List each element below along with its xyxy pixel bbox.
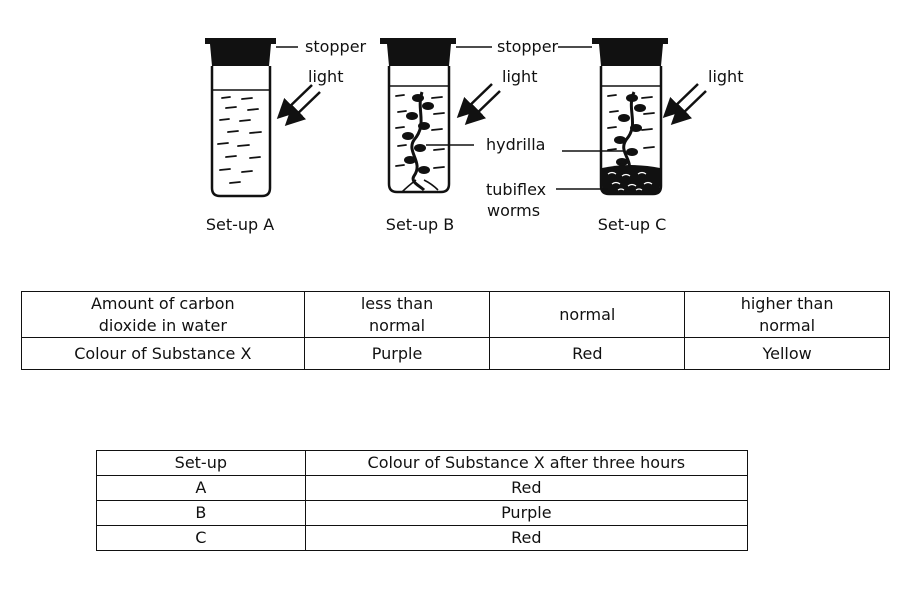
water-marks-b — [395, 94, 445, 169]
cell-text: Red — [572, 343, 603, 363]
results-table: Set-up Colour of Substance X after three… — [96, 450, 749, 551]
stopper-a-shape — [205, 38, 276, 66]
cell-text: Purple — [371, 343, 423, 363]
cell-text: normal — [559, 304, 616, 324]
table-cell: Red — [304, 525, 749, 551]
cell-text: dioxide in water — [98, 315, 227, 335]
caption-setup-a: Set-up A — [205, 215, 275, 234]
column-header-colour: Colour of Substance X after three hours — [304, 450, 749, 476]
experiment-diagram: stopper light stopper light light hydril… — [0, 0, 913, 250]
table-cell: normal — [489, 291, 686, 338]
table-cell: C — [96, 525, 306, 551]
cell-text: Amount of carbon — [90, 293, 235, 313]
table-cell: less than normal — [303, 291, 491, 338]
light-label-c: light — [708, 67, 744, 86]
hydrilla-plant-c — [614, 91, 646, 173]
table-row: B Purple — [96, 500, 749, 526]
table-cell: Red — [489, 337, 686, 370]
water-marks-c — [607, 94, 655, 151]
table-row: A Red — [96, 475, 749, 501]
table-header-cell: Amount of carbon dioxide in water — [21, 291, 305, 338]
table-row: Amount of carbon dioxide in water less t… — [21, 291, 890, 338]
indicator-table: Amount of carbon dioxide in water less t… — [21, 291, 890, 370]
light-label-b: light — [502, 67, 538, 86]
table-cell: B — [96, 500, 306, 526]
light-arrow-b2 — [464, 90, 501, 125]
table-row: C Red — [96, 525, 749, 551]
tube-a — [205, 38, 321, 198]
cell-text: normal — [369, 315, 426, 335]
cell-text: normal — [759, 315, 816, 335]
tubiflex-label-line1: tubiflex — [486, 180, 547, 199]
stopper-c-shape — [592, 38, 668, 66]
caption-setup-b: Set-up B — [385, 215, 455, 234]
stopper-label-b: stopper — [497, 37, 559, 56]
table-cell: higher than normal — [684, 291, 890, 338]
stopper-label-a: stopper — [305, 37, 367, 56]
light-arrow-a1 — [276, 84, 313, 119]
light-arrow-c1 — [662, 83, 699, 118]
table-cell: Purple — [304, 500, 749, 526]
water-marks-a — [217, 96, 262, 184]
tubiflex-worms-c — [602, 165, 660, 194]
light-label-a: light — [308, 67, 344, 86]
table-row: Colour of Substance X Purple Red Yellow — [21, 337, 890, 370]
stopper-b-shape — [380, 38, 456, 66]
table-cell: A — [96, 475, 306, 501]
caption-setup-c: Set-up C — [597, 215, 667, 234]
table-cell: Yellow — [684, 337, 890, 370]
light-arrow-c2 — [670, 90, 707, 125]
tubiflex-label-line2: worms — [487, 201, 541, 220]
table-cell: Purple — [303, 337, 491, 370]
hydrilla-plant-b — [401, 91, 439, 193]
light-arrow-a2 — [284, 91, 321, 126]
tube-c — [556, 38, 707, 196]
tube-b — [380, 38, 501, 194]
cell-text: Colour of Substance X — [74, 343, 252, 363]
table-header-row: Set-up Colour of Substance X after three… — [96, 450, 749, 476]
table-header-cell: Colour of Substance X — [21, 337, 305, 370]
light-arrow-b1 — [456, 83, 493, 118]
cell-text: less than — [360, 293, 434, 313]
setups-illustration — [205, 38, 707, 198]
column-header-setup: Set-up — [96, 450, 306, 476]
cell-text: higher than — [740, 293, 834, 313]
cell-text: Yellow — [762, 343, 812, 363]
table-cell: Red — [304, 475, 749, 501]
hydrilla-label: hydrilla — [486, 135, 546, 154]
